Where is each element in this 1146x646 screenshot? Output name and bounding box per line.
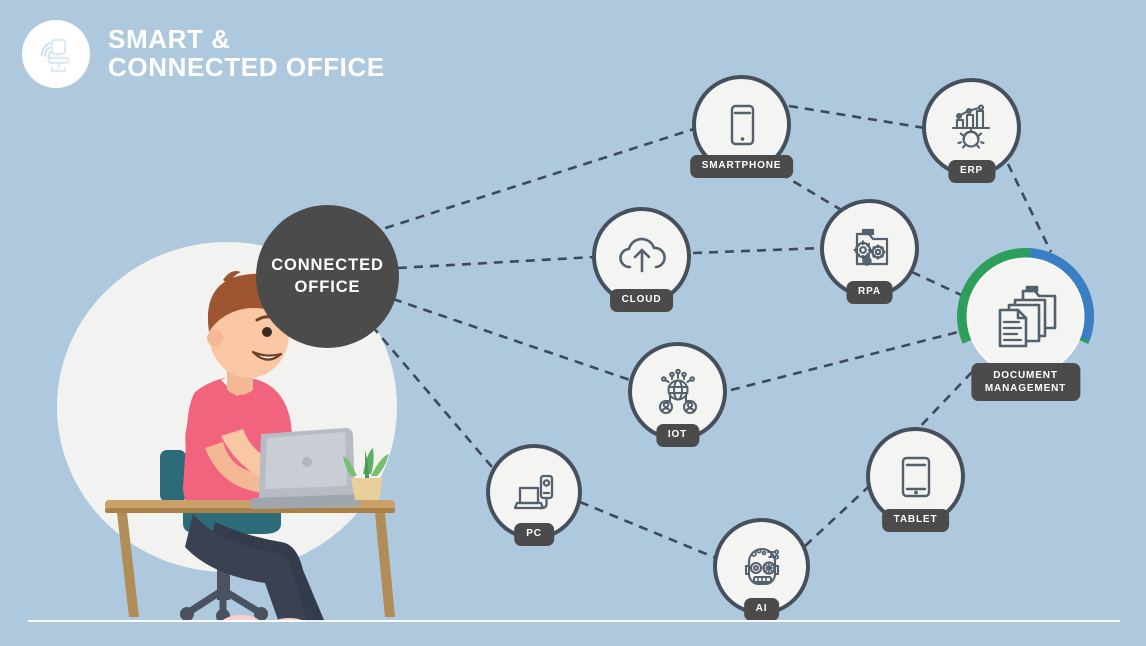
connector-smartphone-erp <box>788 104 926 130</box>
node-iot-label: IOT <box>655 424 700 447</box>
header: SMART & CONNECTED OFFICE <box>22 20 385 88</box>
node-cloud[interactable]: CLOUD <box>592 207 691 312</box>
globe-network-users-icon <box>658 368 697 414</box>
title-line-2: CONNECTED OFFICE <box>108 52 385 82</box>
node-smartphone-label: SMARTPHONE <box>689 155 794 178</box>
node-document-management-label-line-1: DOCUMENT <box>993 370 1058 381</box>
node-tablet-label: TABLET <box>881 509 950 532</box>
hub-label-line-1: CONNECTED <box>271 256 384 275</box>
robot-head-icon <box>744 547 779 585</box>
node-rpa-label: RPA <box>846 281 893 304</box>
connector-iot-dm <box>730 328 967 392</box>
bar-chart-gear-icon <box>951 103 990 149</box>
node-smartphone[interactable]: SMARTPHONE <box>689 75 794 178</box>
node-ai[interactable]: AI <box>713 518 810 621</box>
node-document-management-circle[interactable] <box>968 259 1083 374</box>
cloud-upload-icon <box>618 237 666 272</box>
node-cloud-label: CLOUD <box>609 289 674 312</box>
node-pc[interactable]: PC <box>486 444 582 546</box>
documents-folder-icon <box>998 285 1056 347</box>
office-chair-wifi-icon <box>41 38 70 73</box>
node-erp[interactable]: ERP <box>922 78 1021 183</box>
node-ai-label: AI <box>743 598 780 621</box>
tablet-icon <box>901 456 930 497</box>
connector-erp-dm <box>1006 163 1053 253</box>
hub-connected-office[interactable]: CONNECTED OFFICE <box>256 205 399 348</box>
title-line-1: SMART & <box>108 24 231 55</box>
node-document-management-label: DOCUMENT MANAGEMENT <box>970 363 1081 401</box>
node-iot[interactable]: IOT <box>628 342 727 447</box>
folder-gears-icon <box>852 228 888 266</box>
smartphone-icon <box>730 104 754 145</box>
bottom-divider <box>28 620 1120 622</box>
laptop-device-icon <box>513 474 554 510</box>
connector-cloud-rpa <box>692 246 823 255</box>
header-titles: SMART & CONNECTED OFFICE <box>108 24 385 82</box>
node-document-management[interactable]: DOCUMENT MANAGEMENT <box>957 248 1094 401</box>
logo-badge <box>22 20 90 88</box>
node-rpa[interactable]: RPA <box>820 199 919 304</box>
connector-hub-pc <box>371 325 493 468</box>
node-erp-label: ERP <box>947 160 996 183</box>
node-document-management-label-line-2: MANAGEMENT <box>984 383 1067 394</box>
connector-hub-iot <box>392 297 634 383</box>
connector-dm-tablet <box>914 371 973 433</box>
node-tablet[interactable]: TABLET <box>866 427 965 532</box>
connector-hub-cloud <box>397 255 595 270</box>
hub-label-line-2: OFFICE <box>294 277 361 296</box>
node-pc-label: PC <box>514 523 554 546</box>
connector-pc-ai <box>579 500 717 560</box>
